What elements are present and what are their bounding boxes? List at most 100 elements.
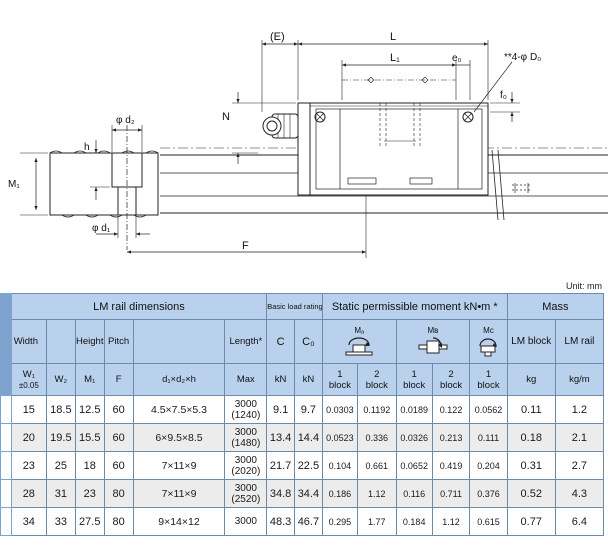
col-mb: Mʙ <box>395 319 471 364</box>
mb2-word: block <box>439 379 463 391</box>
label-holes: **4-φ D₀ <box>504 52 541 63</box>
cell-rail: 6.4 <box>554 507 605 536</box>
cell-rail: 2.1 <box>554 423 605 452</box>
group-load-rating: Basic load rating <box>266 293 323 320</box>
col-lm-block: LM block <box>506 319 556 364</box>
cell-mb1: 0.0652 <box>395 451 433 480</box>
sub-c0-unit: kN <box>294 363 323 396</box>
label-m1: M₁ <box>8 179 20 190</box>
label-d1: φ d₁ <box>92 223 111 234</box>
label-e0: e₀ <box>452 53 462 64</box>
label-e: (E) <box>270 31 285 43</box>
cell-mc1: 0.0562 <box>469 395 508 424</box>
sub-w1-label: W₁ <box>22 368 35 380</box>
cell-mb2: 0.419 <box>431 451 471 480</box>
cell-mb2: 1.12 <box>431 507 471 536</box>
col-mc: Mc <box>469 319 508 364</box>
cell-w1: 34 <box>10 507 47 536</box>
cell-c0: 14.4 <box>294 423 323 452</box>
cell-ma2: 1.12 <box>357 479 397 508</box>
col-height: Height <box>74 319 105 364</box>
cell-c: 9.1 <box>266 395 295 424</box>
cell-length-std: (2020) <box>231 465 261 477</box>
cell-dims: 4.5×7.5×5.3 <box>132 395 226 424</box>
cell-ma1: 0.186 <box>321 479 359 508</box>
cell-m1: 15.5 <box>74 423 105 452</box>
cell-c0: 22.5 <box>294 451 323 480</box>
cell-length: 3000(2520) <box>224 479 268 508</box>
cell-m1: 27.5 <box>74 507 105 536</box>
cell-length-max: 3000 <box>234 426 257 438</box>
cell-length-max: 3000 <box>234 454 257 466</box>
cell-mc1: 0.204 <box>469 451 508 480</box>
sub-kg: kg <box>506 363 556 396</box>
sub-w2: W₂ <box>45 363 76 396</box>
label-f: F <box>242 240 249 252</box>
cell-rail: 4.3 <box>554 479 605 508</box>
sub-kgm: kg/m <box>554 363 605 396</box>
ma1-word: block <box>328 379 352 391</box>
cell-ma1: 0.104 <box>321 451 359 480</box>
yawing-moment-icon <box>418 336 448 353</box>
col-width: Width <box>10 319 47 364</box>
cell-w2: 19.5 <box>45 423 76 452</box>
cell-length-max: 3000 <box>234 398 257 410</box>
label-l1: L₁ <box>390 52 400 64</box>
table-side-bar <box>0 293 12 396</box>
cell-mb1: 0.0326 <box>395 423 433 452</box>
ma1-num: 1 <box>337 368 343 380</box>
cell-c0: 9.7 <box>294 395 323 424</box>
cell-w2: 33 <box>45 507 76 536</box>
cell-ma1: 0.295 <box>321 507 359 536</box>
sub-f: F <box>103 363 134 396</box>
cell-w1: 15 <box>10 395 47 424</box>
row-side-cell <box>0 423 12 452</box>
cell-w1: 28 <box>10 479 47 508</box>
cell-length: 3000 <box>224 507 268 536</box>
cell-dims: 7×11×9 <box>132 479 226 508</box>
group-moment: Static permissible moment kN•m * <box>321 293 508 320</box>
row-side-cell <box>0 507 12 536</box>
cell-c: 13.4 <box>266 423 295 452</box>
cell-c0: 34.4 <box>294 479 323 508</box>
ma2-num: 2 <box>374 368 380 380</box>
cell-length-max: 3000 <box>234 516 257 527</box>
mb-label: Mʙ <box>427 325 439 335</box>
cell-ma2: 0.1192 <box>357 395 397 424</box>
cell-ma1: 0.0303 <box>321 395 359 424</box>
cell-mc1: 0.376 <box>469 479 508 508</box>
cell-mb1: 0.116 <box>395 479 433 508</box>
label-l: L <box>390 31 396 43</box>
cell-w2: 18.5 <box>45 395 76 424</box>
ma-label: Mₐ <box>354 325 364 335</box>
cell-m1: 23 <box>74 479 105 508</box>
block-side-view <box>126 40 608 258</box>
rail-cross-section <box>20 125 159 250</box>
cell-block: 0.52 <box>506 479 556 508</box>
cell-rail: 2.7 <box>554 451 605 480</box>
cell-mb2: 0.711 <box>431 479 471 508</box>
cell-dims: 7×11×9 <box>132 451 226 480</box>
col-length: Length* <box>224 319 268 364</box>
sub-w1-tol: ±0.05 <box>18 380 39 390</box>
spec-table: LM rail dimensions Basic load rating Sta… <box>0 293 608 536</box>
cell-mc1: 0.111 <box>469 423 508 452</box>
cell-c0: 46.7 <box>294 507 323 536</box>
cell-length-std: (1240) <box>231 409 261 421</box>
mb2-num: 2 <box>448 368 454 380</box>
cell-length-std: (1480) <box>231 437 261 449</box>
cell-length: 3000(1240) <box>224 395 268 424</box>
col-dims-blank <box>132 319 226 364</box>
cell-length-max: 3000 <box>234 482 257 494</box>
cell-length-std: (2520) <box>231 493 261 505</box>
cell-f: 80 <box>103 507 134 536</box>
unit-note: Unit: mm <box>566 281 602 291</box>
cell-m1: 18 <box>74 451 105 480</box>
col-w2-blank <box>45 319 76 364</box>
cell-mb2: 0.122 <box>431 395 471 424</box>
cell-f: 60 <box>103 423 134 452</box>
technical-drawing: (E) L L₁ e₀ **4-φ D₀ f₀ N φ d₂ h M₁ φ d₁… <box>8 31 608 258</box>
